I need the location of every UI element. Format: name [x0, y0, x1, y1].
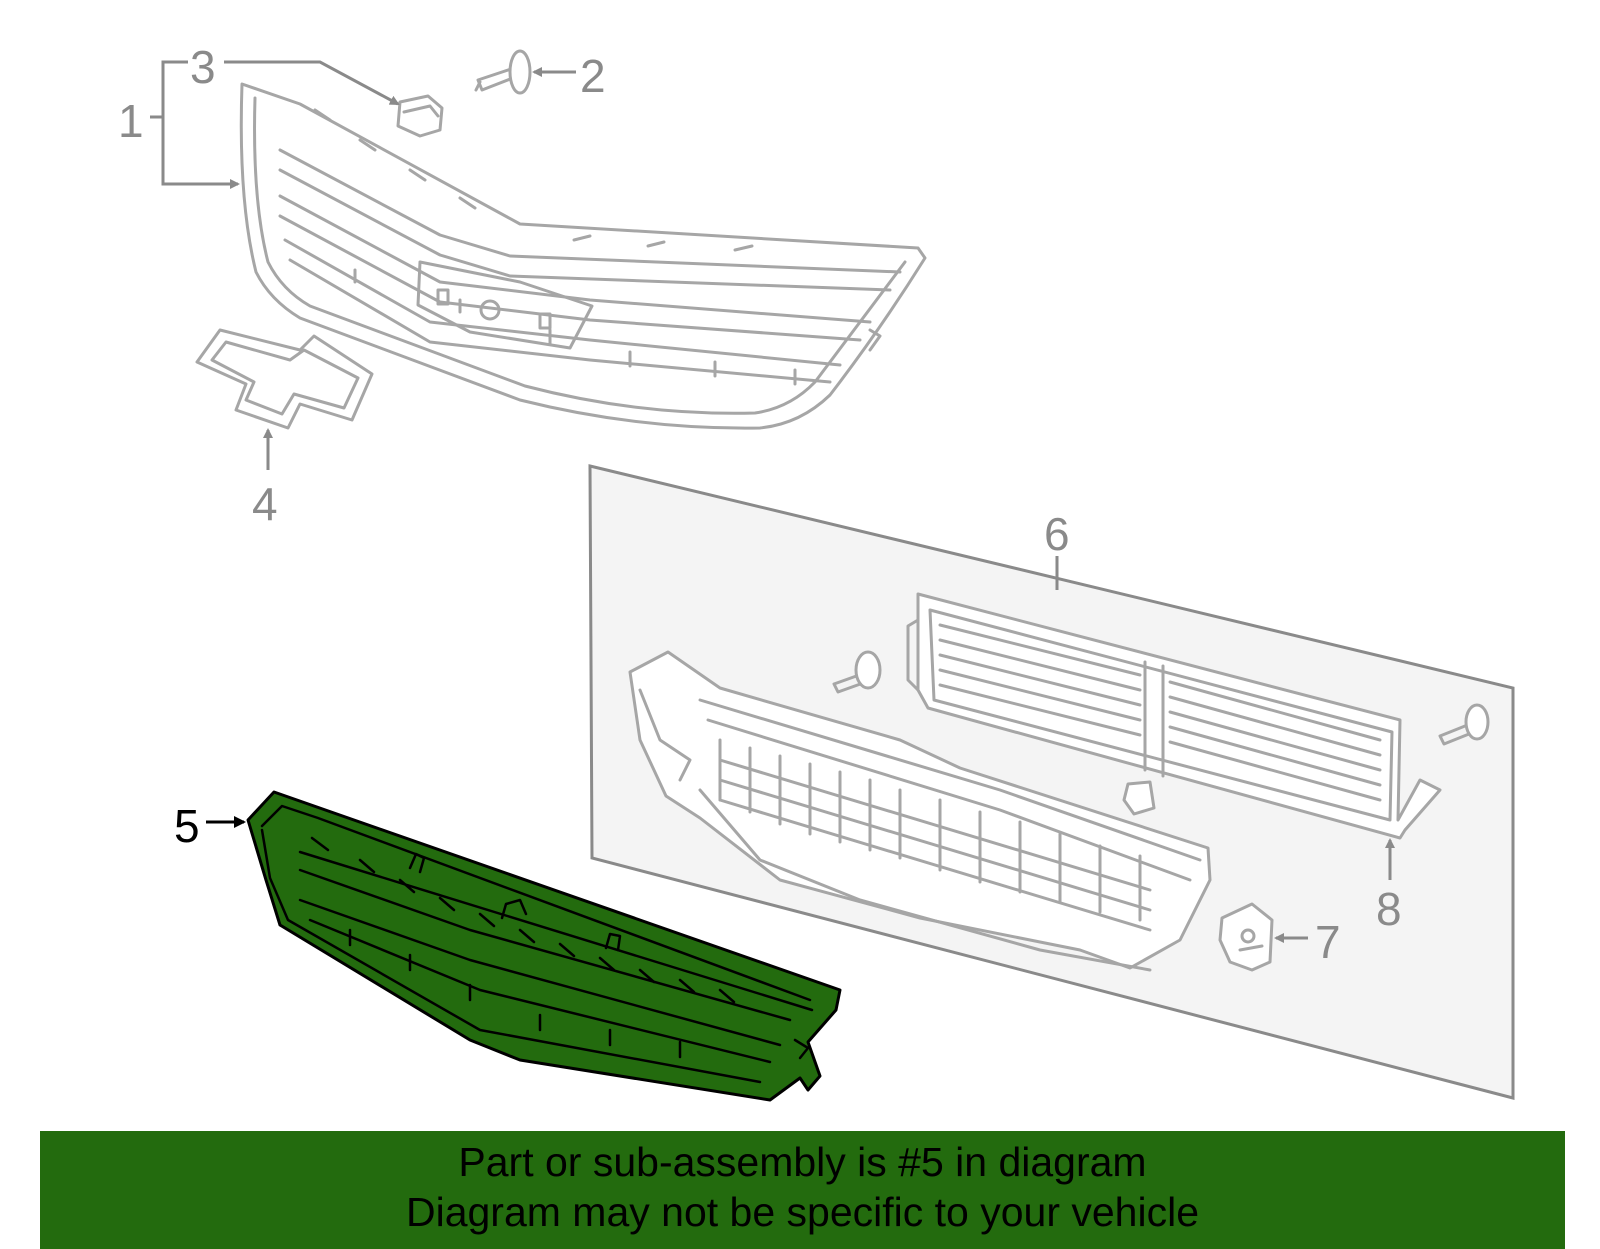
callout-6: 6	[1044, 508, 1070, 560]
panel-bolt-left	[832, 650, 882, 694]
banner-line-2: Diagram may not be specific to your vehi…	[405, 1189, 1199, 1235]
shutter-part-8	[906, 592, 1442, 840]
banner-line-1: Part or sub-assembly is #5 in diagram	[458, 1139, 1147, 1185]
clip-part-3	[396, 94, 444, 138]
lower-grille-part-5	[246, 790, 842, 1102]
leader-lines	[150, 60, 1395, 943]
lower-deflector	[628, 650, 1212, 972]
callout-7: 7	[1315, 916, 1341, 968]
callout-2: 2	[580, 50, 606, 102]
panel-bolt-right	[1438, 703, 1490, 746]
info-banner: Part or sub-assembly is #5 in diagram Di…	[40, 1131, 1565, 1249]
panel-clip	[1122, 780, 1156, 816]
callout-3: 3	[190, 41, 216, 93]
sensor-part-7	[1218, 902, 1274, 972]
emblem-part-4	[195, 328, 374, 430]
callout-4: 4	[252, 478, 278, 530]
upper-grille-part-1	[239, 82, 927, 430]
callout-1: 1	[118, 95, 144, 147]
callout-5: 5	[174, 800, 200, 852]
bolt-part-2	[474, 49, 532, 95]
callout-8: 8	[1376, 883, 1402, 935]
